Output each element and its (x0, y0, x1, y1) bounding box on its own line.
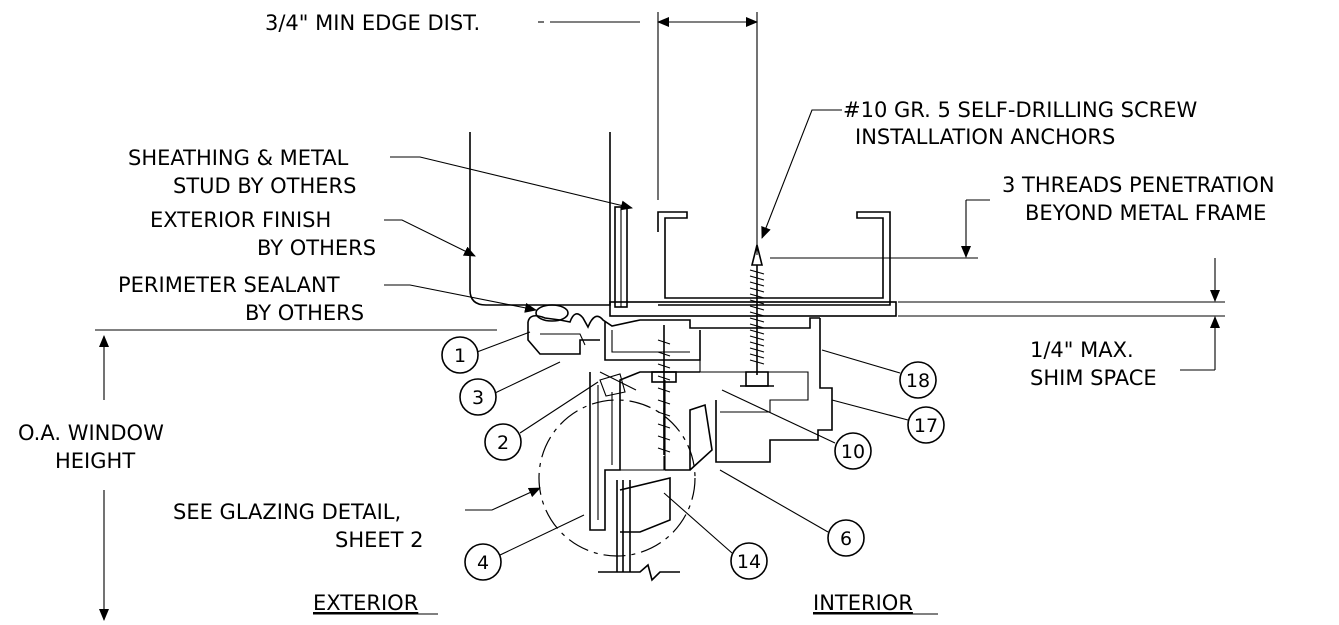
callout-bubble: 4 (464, 543, 502, 581)
window-height-label-line2: HEIGHT (55, 449, 135, 473)
shim-dimension (898, 258, 1225, 371)
interior-label: INTERIOR (813, 591, 913, 615)
glass-lites (598, 480, 680, 582)
glazing-label-line2: SHEET 2 (335, 528, 424, 552)
callout-label: 4 (477, 552, 489, 574)
sheathing (614, 206, 628, 308)
sealant-label-line1: PERIMETER SEALANT (118, 273, 340, 297)
finish-label-line2: BY OTHERS (257, 236, 376, 260)
window-height-label-line1: O.A. WINDOW (18, 421, 164, 445)
callout-label: 1 (454, 345, 466, 367)
perimeter-sealant (535, 304, 569, 322)
callout-bubble: 6 (827, 519, 865, 557)
callout-label: 6 (840, 528, 852, 550)
callout-label: 3 (472, 387, 484, 409)
callout-bubble: 2 (484, 423, 522, 461)
callout-label: 18 (906, 370, 930, 392)
callout-bubble: 1 (441, 336, 479, 374)
sealant-label-line2: BY OTHERS (245, 301, 364, 325)
callout-label: 10 (841, 441, 865, 463)
shim-label-line1: 1/4" MAX. (1030, 338, 1134, 362)
callout-leaders (476, 331, 909, 556)
finish-label-line1: EXTERIOR FINISH (150, 208, 331, 232)
glazing-detail-circle (538, 399, 696, 557)
callout-label: 14 (737, 551, 761, 573)
shim-label-line2: SHIM SPACE (1030, 366, 1157, 390)
leader-lines (384, 21, 842, 511)
sheathing-label-line1: SHEATHING & METAL (128, 146, 349, 170)
callout-label: 17 (914, 415, 938, 437)
window-frame (527, 313, 833, 533)
threads-dimension (770, 199, 990, 259)
exterior-finish (469, 132, 611, 306)
callout-bubble: 10 (834, 432, 872, 470)
sheathing-label-line2: STUD BY OTHERS (173, 174, 356, 198)
callout-bubble: 14 (730, 542, 768, 580)
metal-stud (609, 211, 897, 317)
callout-bubble: 17 (907, 406, 945, 444)
edge-distance-label: 3/4" MIN EDGE DIST. (265, 11, 480, 35)
edge-distance-dimension (550, 12, 758, 255)
exterior-label: EXTERIOR (313, 591, 418, 615)
callout-label: 2 (497, 432, 509, 454)
threads-label-line1: 3 THREADS PENETRATION (1002, 173, 1275, 197)
threads-label-line2: BEYOND METAL FRAME (1025, 201, 1266, 225)
callout-bubble: 18 (899, 361, 937, 399)
screw-label-line2: INSTALLATION ANCHORS (855, 125, 1115, 149)
glazing-label-line1: SEE GLAZING DETAIL, (173, 500, 401, 524)
screw-label-line1: #10 GR. 5 SELF-DRILLING SCREW (843, 98, 1198, 122)
callout-bubble: 3 (459, 378, 497, 416)
